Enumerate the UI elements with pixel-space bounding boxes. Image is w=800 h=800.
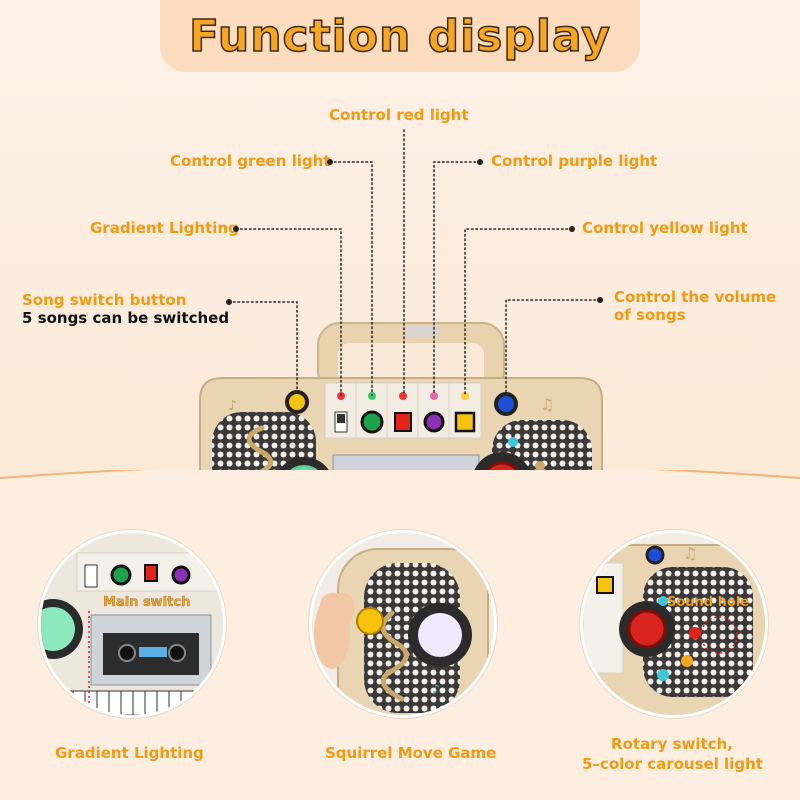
red-light-switch	[394, 412, 412, 432]
svg-text:♫: ♫	[540, 395, 554, 414]
detail-squirrel-game: ♪	[309, 530, 497, 718]
sound-hole-label: Sound hole	[667, 595, 750, 610]
caption-rotary-switch-line2: 5–color carousel light	[582, 755, 763, 773]
title-banner: Function display	[160, 0, 640, 72]
label-control-red-light: Control red light	[329, 106, 469, 124]
callout-lines	[226, 129, 603, 396]
volume-knob	[494, 392, 518, 416]
purple-light-button	[423, 411, 445, 433]
label-song-switch-sub: 5 songs can be switched	[22, 309, 230, 327]
green-light-button	[360, 410, 384, 434]
label-volume-line2: of songs	[614, 306, 686, 324]
label-control-green-light: Control green light	[170, 152, 331, 170]
caption-gradient-lighting: Gradient Lighting	[55, 744, 204, 762]
detail-main-switch: Main switch	[38, 530, 226, 718]
caption-squirrel-game: Squirrel Move Game	[325, 744, 497, 762]
svg-text:♫: ♫	[683, 544, 697, 563]
svg-text:♪: ♪	[228, 398, 237, 414]
label-control-yellow-light: Control yellow light	[582, 219, 748, 237]
main-switch-label: Main switch	[103, 595, 191, 610]
svg-text:♪: ♪	[432, 682, 440, 696]
yellow-light-button	[454, 411, 476, 433]
caption-rotary-switch-line1: Rotary switch,	[611, 735, 733, 753]
label-song-switch: Song switch button	[22, 291, 187, 309]
label-gradient-lighting: Gradient Lighting	[90, 219, 239, 237]
page-title: Function display	[188, 10, 611, 63]
detail-sound-hole: ♫ Sound hole	[580, 530, 768, 718]
label-volume-line1: Control the volume	[614, 288, 777, 306]
label-control-purple-light: Control purple light	[491, 152, 658, 170]
